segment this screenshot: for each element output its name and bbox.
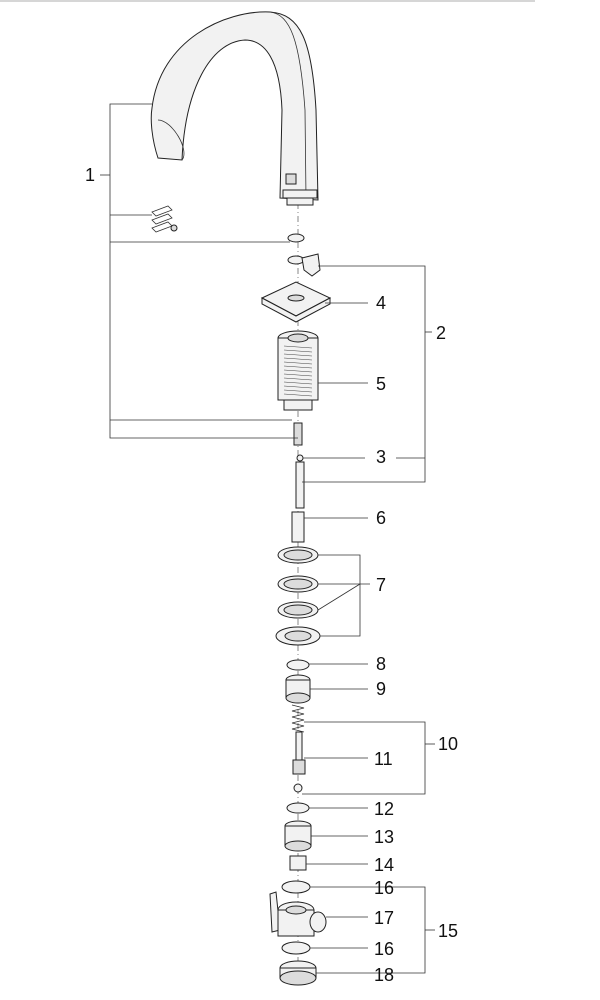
callout-8: 8 <box>376 654 387 674</box>
callout-16-lower: 16 <box>374 939 395 959</box>
thread-line <box>283 373 313 377</box>
fitting-part-13 <box>284 820 312 852</box>
callout-15: 15 <box>438 921 459 941</box>
thread-line <box>283 369 313 373</box>
valve-body-part-17 <box>269 891 327 937</box>
callout-6: 6 <box>376 508 387 528</box>
o-ring-part-16-lower <box>281 941 311 955</box>
thread-line <box>283 385 313 389</box>
callout-4: 4 <box>376 293 387 313</box>
callout-16-upper: 16 <box>374 878 395 898</box>
nut-part-9 <box>285 674 311 704</box>
callout-5: 5 <box>376 374 387 394</box>
cartridge-body-part <box>277 330 319 411</box>
thread-line <box>283 353 313 357</box>
callout-18: 18 <box>374 965 395 985</box>
top-border-line <box>0 0 535 2</box>
spindle-part <box>295 461 305 509</box>
callout-13: 13 <box>374 827 395 847</box>
thread-line <box>283 361 313 365</box>
washer-part-8 <box>286 659 310 671</box>
thread-line <box>283 357 313 361</box>
o-ring-upper <box>287 233 305 243</box>
thread-line <box>283 377 313 381</box>
thread-line <box>283 393 313 397</box>
screw-set-part <box>151 205 178 233</box>
insert-part-14 <box>289 855 307 871</box>
thread-line <box>283 365 313 369</box>
callout-17: 17 <box>374 908 395 928</box>
thread-line <box>283 349 313 353</box>
callout-11: 11 <box>374 749 393 769</box>
callout-10: 10 <box>438 734 459 754</box>
ring-stack-part <box>275 546 321 646</box>
thread-line <box>283 381 313 385</box>
lever-part <box>301 253 321 277</box>
callout-9: 9 <box>376 679 387 699</box>
callout-7: 7 <box>376 575 387 595</box>
callout-1: 1 <box>85 165 96 185</box>
callout-12: 12 <box>374 799 395 819</box>
o-ring-part-16-upper <box>281 880 311 894</box>
thread-line <box>283 389 313 393</box>
callout-14: 14 <box>374 855 395 875</box>
nut-part-18 <box>279 960 317 986</box>
cover-plate-part <box>260 281 332 323</box>
callout-3: 3 <box>376 447 387 467</box>
spring-pin-part <box>291 704 306 775</box>
o-ring-lower <box>287 255 305 265</box>
ball-part-3 <box>296 454 304 462</box>
ball-part-10 <box>293 783 303 793</box>
threaded-stem-part <box>293 422 303 446</box>
thread-line <box>283 345 313 349</box>
callout-2: 2 <box>436 323 447 343</box>
sleeve-part <box>291 511 305 543</box>
spout-part <box>150 11 319 206</box>
washer-part-12 <box>286 802 310 814</box>
leader-lines <box>100 103 435 974</box>
